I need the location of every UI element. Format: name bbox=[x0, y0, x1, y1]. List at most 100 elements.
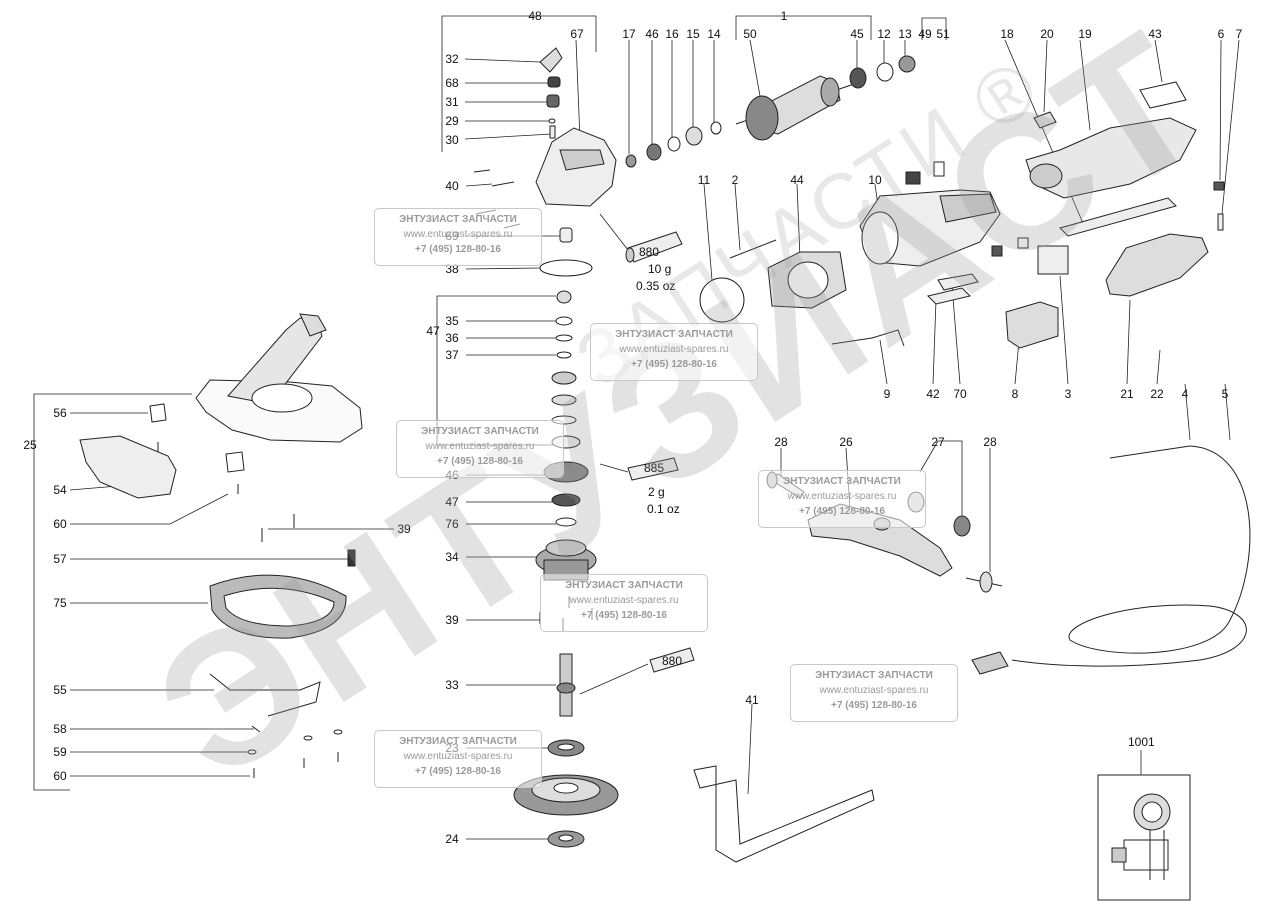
stamp-title: ЭНТУЗИАСТ ЗАПЧАСТИ bbox=[399, 736, 517, 747]
slider-part-20 bbox=[1033, 111, 1057, 129]
ring-part-11 bbox=[699, 277, 745, 323]
part-number-label: 4 bbox=[1182, 387, 1189, 401]
tool-part-41 bbox=[693, 765, 875, 863]
grease-b-amount: 2 g bbox=[648, 485, 665, 499]
stator-part-44 bbox=[729, 239, 847, 309]
grease-b-code: 885 bbox=[644, 461, 664, 475]
watermark-stamp: ЭНТУЗИАСТ ЗАПЧАСТИ www.entuziast-spares.… bbox=[374, 730, 542, 788]
nut-part-24 bbox=[547, 830, 585, 848]
watermark-stamp: ЭНТУЗИАСТ ЗАПЧАСТИ www.entuziast-spares.… bbox=[396, 420, 564, 478]
stamp-url: www.entuziast-spares.ru bbox=[403, 229, 513, 240]
part-number-label: 6 bbox=[1218, 27, 1225, 41]
part-number-label: 67 bbox=[570, 27, 584, 41]
bracket-27 bbox=[938, 440, 963, 518]
part-number-label: 10 bbox=[868, 173, 882, 187]
part-number-label: 43 bbox=[1148, 27, 1162, 41]
stamp-url: www.entuziast-spares.ru bbox=[787, 491, 897, 502]
stamp-url: www.entuziast-spares.ru bbox=[403, 751, 513, 762]
part-number-label: 29 bbox=[445, 114, 459, 128]
bracket-1 bbox=[735, 15, 872, 40]
part-number-label: 26 bbox=[839, 435, 853, 449]
brush-ring-part-75 bbox=[209, 574, 347, 639]
grease-a-amount: 10 g bbox=[648, 262, 671, 276]
wire-part-9 bbox=[831, 329, 905, 347]
part-number-label: 41 bbox=[745, 693, 759, 707]
stamp-url: www.entuziast-spares.ru bbox=[569, 595, 679, 606]
part-number-label: 55 bbox=[53, 683, 67, 697]
part-number-label: 28 bbox=[774, 435, 788, 449]
part-number-label: 68 bbox=[445, 76, 459, 90]
part-number-label: 30 bbox=[445, 133, 459, 147]
part-number-label: 25 bbox=[23, 438, 37, 452]
part-number-label: 16 bbox=[665, 27, 679, 41]
part-number-label: 5 bbox=[1222, 387, 1229, 401]
part-number-label: 13 bbox=[898, 27, 912, 41]
part-number-label: 15 bbox=[686, 27, 700, 41]
part-number-label: 27 bbox=[931, 435, 945, 449]
stamp-title: ЭНТУЗИАСТ ЗАПЧАСТИ bbox=[815, 670, 933, 681]
part-number-label: 49 bbox=[918, 27, 932, 41]
stamp-title: ЭНТУЗИАСТ ЗАПЧАСТИ bbox=[783, 476, 901, 487]
grease-tube-885 bbox=[627, 457, 679, 481]
bearing-part-23 bbox=[547, 739, 585, 757]
watermark-stamp: ЭНТУЗИАСТ ЗАПЧАСТИ www.entuziast-spares.… bbox=[590, 323, 758, 381]
part-number-label: 2 bbox=[732, 173, 739, 187]
electronics-part-8 bbox=[1005, 301, 1059, 349]
part-number-label: 19 bbox=[1078, 27, 1092, 41]
switch-part-3 bbox=[991, 237, 1069, 275]
stamp-phone: +7 (495) 128-80-16 bbox=[437, 456, 523, 467]
part-number-label: 14 bbox=[707, 27, 721, 41]
part-number-label: 39 bbox=[397, 522, 411, 536]
part-number-label: 48 bbox=[528, 9, 542, 23]
grease-c-code: 880 bbox=[662, 654, 682, 668]
watermark-stamp: ЭНТУЗИАСТ ЗАПЧАСТИ www.entuziast-spares.… bbox=[374, 208, 542, 266]
armature-part-50 bbox=[735, 55, 916, 141]
part-number-label: 44 bbox=[790, 173, 804, 187]
cover-part-54 bbox=[79, 435, 177, 499]
part-number-label: 24 bbox=[445, 832, 459, 846]
part-number-label: 42 bbox=[926, 387, 940, 401]
part-number-label: 40 bbox=[445, 179, 459, 193]
part-number-label: 54 bbox=[53, 483, 67, 497]
label-part-43 bbox=[1139, 81, 1187, 109]
part-number-label: 1 bbox=[781, 9, 788, 23]
watermark-stamp: ЭНТУЗИАСТ ЗАПЧАСТИ www.entuziast-spares.… bbox=[758, 470, 926, 528]
label-1001: 1001 bbox=[1128, 735, 1155, 749]
housing-cover-part-19 bbox=[1025, 117, 1197, 199]
watermark-stamp: ЭНТУЗИАСТ ЗАПЧАСТИ www.entuziast-spares.… bbox=[790, 664, 958, 722]
part-number-label: 60 bbox=[53, 517, 67, 531]
brushes-49-51 bbox=[905, 161, 945, 185]
part-number-label: 18 bbox=[1000, 27, 1014, 41]
part-number-label: 45 bbox=[850, 27, 864, 41]
part-number-label: 58 bbox=[53, 722, 67, 736]
part-number-label: 8 bbox=[1012, 387, 1019, 401]
clip-part-56 bbox=[149, 403, 167, 423]
bracket-48 bbox=[441, 15, 597, 152]
clip-part-60a bbox=[157, 442, 245, 494]
part-number-label: 50 bbox=[743, 27, 757, 41]
part-number-label: 20 bbox=[1040, 27, 1054, 41]
part-number-label: 9 bbox=[884, 387, 891, 401]
watermark-stamp: ЭНТУЗИАСТ ЗАПЧАСТИ www.entuziast-spares.… bbox=[540, 574, 708, 632]
part-number-label: 32 bbox=[445, 52, 459, 66]
part-number-label: 17 bbox=[622, 27, 636, 41]
part-number-label: 47 bbox=[426, 324, 440, 338]
switch-rod-part-18 bbox=[1059, 197, 1177, 237]
part-number-label: 35 bbox=[445, 314, 459, 328]
small-parts-6-7 bbox=[1213, 181, 1225, 231]
part-number-label: 57 bbox=[53, 552, 67, 566]
stamp-url: www.entuziast-spares.ru bbox=[425, 441, 535, 452]
grease-tube-880 bbox=[625, 231, 683, 263]
part-number-label: 60 bbox=[53, 769, 67, 783]
stamp-phone: +7 (495) 128-80-16 bbox=[799, 506, 885, 517]
spindle-part-33 bbox=[556, 653, 576, 717]
housing-half-part-21 bbox=[1105, 233, 1209, 297]
stamp-phone: +7 (495) 128-80-16 bbox=[831, 700, 917, 711]
part-number-label: 76 bbox=[445, 517, 459, 531]
grease-b-oz: 0.1 oz bbox=[647, 502, 680, 516]
stamp-phone: +7 (495) 128-80-16 bbox=[415, 766, 501, 777]
part-number-label: 31 bbox=[445, 95, 459, 109]
part-number-label: 21 bbox=[1120, 387, 1134, 401]
